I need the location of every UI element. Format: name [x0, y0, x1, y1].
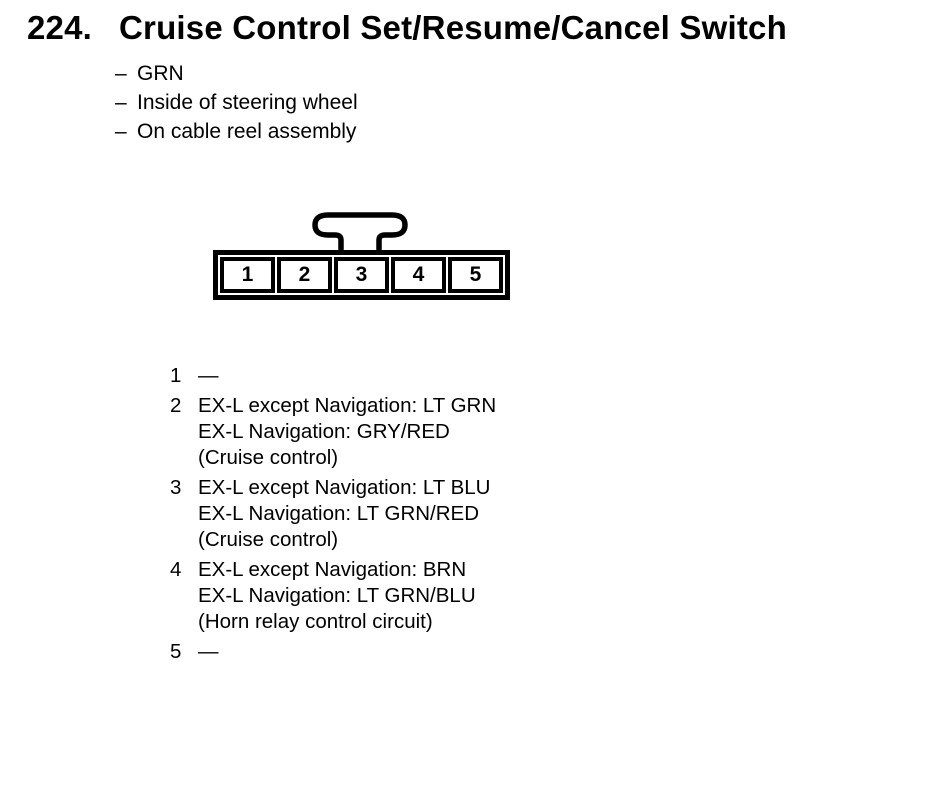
- pin-number: 1: [170, 364, 182, 387]
- pin-line: EX-L except Navigation: LT BLU: [198, 476, 491, 499]
- pinout-entry-2: 2 EX-L except Navigation: LT GRN EX-L Na…: [170, 393, 496, 471]
- connector-locking-tab-icon: [312, 212, 408, 255]
- pin-description: —: [198, 639, 496, 665]
- connector-diagram: 1 2 3 4 5: [213, 250, 510, 300]
- pinout-entry-5: 5 —: [170, 639, 496, 665]
- pin-description: EX-L except Navigation: BRN EX-L Navigat…: [198, 557, 496, 635]
- detail-text: Inside of steering wheel: [137, 91, 358, 114]
- pin-line: EX-L Navigation: LT GRN/RED: [198, 502, 480, 525]
- pin-line: EX-L except Navigation: LT GRN: [198, 394, 497, 417]
- figure-title: 224. Cruise Control Set/Resume/Cancel Sw…: [27, 8, 787, 48]
- connector-cavity-5: 5: [448, 257, 503, 293]
- detail-line-color: – GRN: [115, 59, 358, 88]
- connector-cavity-4: 4: [391, 257, 446, 293]
- pinout-entry-1: 1 —: [170, 363, 496, 389]
- detail-text: GRN: [137, 62, 184, 85]
- detail-text: On cable reel assembly: [137, 120, 357, 143]
- pin-line: EX-L except Navigation: BRN: [198, 558, 467, 581]
- pin-line: —: [198, 640, 219, 663]
- pinout-entry-3: 3 EX-L except Navigation: LT BLU EX-L Na…: [170, 475, 496, 553]
- pin-line: (Cruise control): [198, 528, 339, 551]
- dash-bullet: –: [115, 62, 127, 85]
- pin-number: 5: [170, 640, 182, 663]
- pin-line: EX-L Navigation: LT GRN/BLU: [198, 584, 476, 607]
- pinout-list: 1 — 2 EX-L except Navigation: LT GRN EX-…: [170, 363, 496, 669]
- page-title: Cruise Control Set/Resume/Cancel Switch: [119, 9, 787, 46]
- pin-number: 3: [170, 476, 182, 499]
- dash-bullet: –: [115, 120, 127, 143]
- connector-cavity-3: 3: [334, 257, 389, 293]
- dash-bullet: –: [115, 91, 127, 114]
- pinout-entry-4: 4 EX-L except Navigation: BRN EX-L Navig…: [170, 557, 496, 635]
- connector-cavity-1: 1: [220, 257, 275, 293]
- pin-description: —: [198, 363, 496, 389]
- pin-line: (Horn relay control circuit): [198, 610, 433, 633]
- pin-description: EX-L except Navigation: LT BLU EX-L Navi…: [198, 475, 496, 553]
- figure-number: 224.: [27, 9, 93, 46]
- detail-line-mount: – On cable reel assembly: [115, 117, 358, 146]
- pin-line: (Cruise control): [198, 446, 339, 469]
- pin-number: 2: [170, 394, 182, 417]
- connector-cavity-2: 2: [277, 257, 332, 293]
- pin-number: 4: [170, 558, 182, 581]
- pin-description: EX-L except Navigation: LT GRN EX-L Navi…: [198, 393, 496, 471]
- pin-line: EX-L Navigation: GRY/RED: [198, 420, 450, 443]
- detail-list: – GRN – Inside of steering wheel – On ca…: [115, 59, 358, 146]
- detail-line-location: – Inside of steering wheel: [115, 88, 358, 117]
- pin-line: —: [198, 364, 219, 387]
